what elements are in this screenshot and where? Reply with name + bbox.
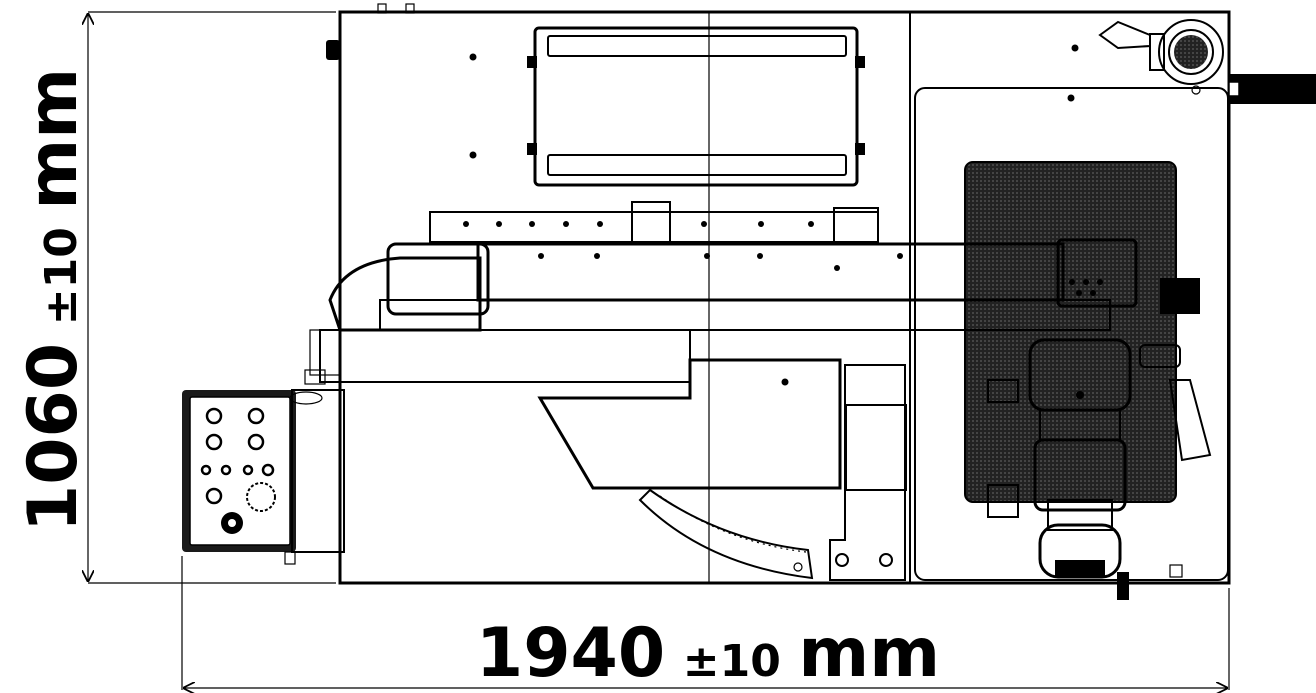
- control-buttons: [200, 407, 275, 505]
- height-value: 1060: [14, 343, 93, 532]
- width-unit: mm: [798, 614, 940, 693]
- width-value: 1940: [476, 614, 665, 693]
- machine-base: [338, 10, 1231, 585]
- width-dimension: [181, 556, 1230, 690]
- fence-end-block: [1056, 238, 1200, 314]
- motor-icon: [987, 338, 1212, 600]
- height-unit: mm: [14, 68, 93, 210]
- emergency-stop-icon: [221, 482, 276, 534]
- sliding-table-window: [527, 26, 865, 187]
- angle-scale-icon: [638, 488, 814, 580]
- height-tolerance: ±10: [36, 227, 87, 325]
- beam-holes: [463, 221, 903, 271]
- cooling-grille: [964, 161, 1177, 503]
- control-panel: [182, 389, 345, 565]
- fence-beam: [304, 201, 1111, 385]
- width-dimension-label: 1940 ±10 mm: [476, 614, 940, 693]
- top-studs: [326, 3, 415, 60]
- height-dimension-label: 1060 ±10 mm: [14, 68, 93, 532]
- mounting-holes: [469, 44, 1079, 386]
- blade-guard: [537, 358, 907, 581]
- width-tolerance: ±10: [683, 636, 781, 687]
- height-dimension: [88, 11, 336, 584]
- dust-extraction-port-icon: [1098, 19, 1316, 104]
